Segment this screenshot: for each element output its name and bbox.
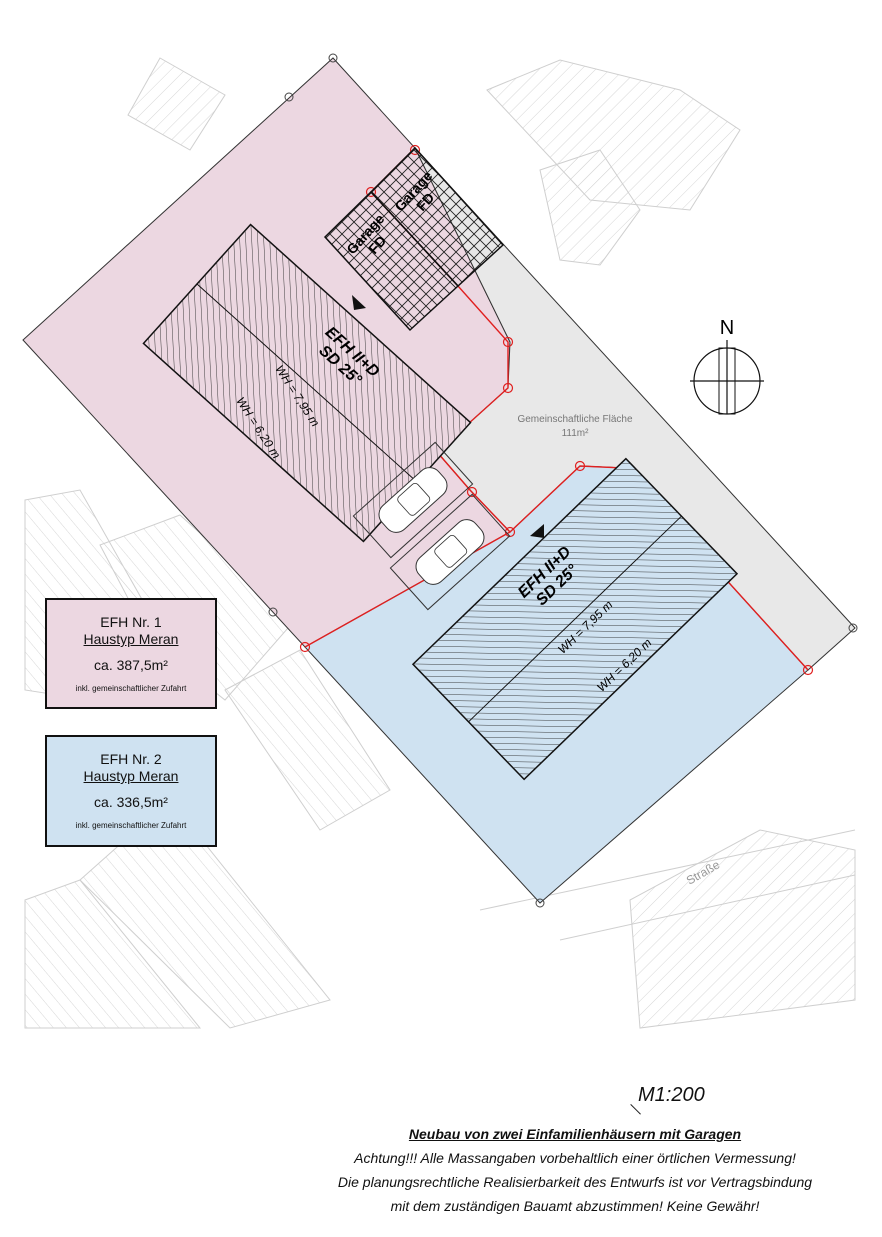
scale-label: M1:200 bbox=[638, 1084, 705, 1106]
entrance-marker-2 bbox=[530, 524, 544, 538]
legend-house-type: Haustyp Meran bbox=[83, 631, 179, 647]
note-line-2: Die planungsrechtliche Realisierbarkeit … bbox=[337, 1174, 813, 1190]
legend-area: ca. 336,5m² bbox=[94, 794, 168, 810]
car-2 bbox=[389, 493, 511, 611]
corner-markers bbox=[268, 53, 858, 908]
legend-area: ca. 387,5m² bbox=[94, 657, 168, 673]
legend-efh-1: EFH Nr. 1 Haustyp Meran ca. 387,5m² inkl… bbox=[45, 598, 217, 709]
car-1 bbox=[352, 441, 474, 559]
house-efh-2 bbox=[411, 457, 739, 781]
legend-title: EFH Nr. 1 bbox=[100, 614, 162, 630]
legend-note: inkl. gemeinschaftlicher Zufahrt bbox=[75, 821, 187, 830]
legend-house-type: Haustyp Meran bbox=[83, 768, 179, 784]
entrance-marker-1 bbox=[352, 295, 366, 310]
north-label: N bbox=[720, 317, 734, 339]
project-title: Neubau von zwei Einfamilienhäusern mit G… bbox=[408, 1126, 742, 1142]
boundary-line-lot1 bbox=[304, 531, 511, 648]
legend-title: EFH Nr. 2 bbox=[100, 751, 162, 767]
north-arrow: N bbox=[690, 317, 764, 415]
note-line-3: mit dem zuständigen Bauamt abzustimmen! … bbox=[390, 1198, 760, 1214]
legend-efh-2: EFH Nr. 2 Haustyp Meran ca. 336,5m² inkl… bbox=[45, 735, 217, 847]
house-efh-1 bbox=[142, 223, 472, 543]
project-notes: Neubau von zwei Einfamilienhäusern mit G… bbox=[300, 1122, 850, 1218]
note-line-1: Achtung!!! Alle Massangaben vorbehaltlic… bbox=[354, 1150, 796, 1166]
site-plan: EFH II+D SD 25° WH = 7,95 m WH = 6,20 m … bbox=[22, 53, 858, 1029]
common-area-size: 111m² bbox=[562, 428, 590, 439]
common-area-label: Gemeinschaftliche Fläche bbox=[517, 414, 632, 425]
legend-note: inkl. gemeinschaftlicher Zufahrt bbox=[75, 684, 187, 693]
